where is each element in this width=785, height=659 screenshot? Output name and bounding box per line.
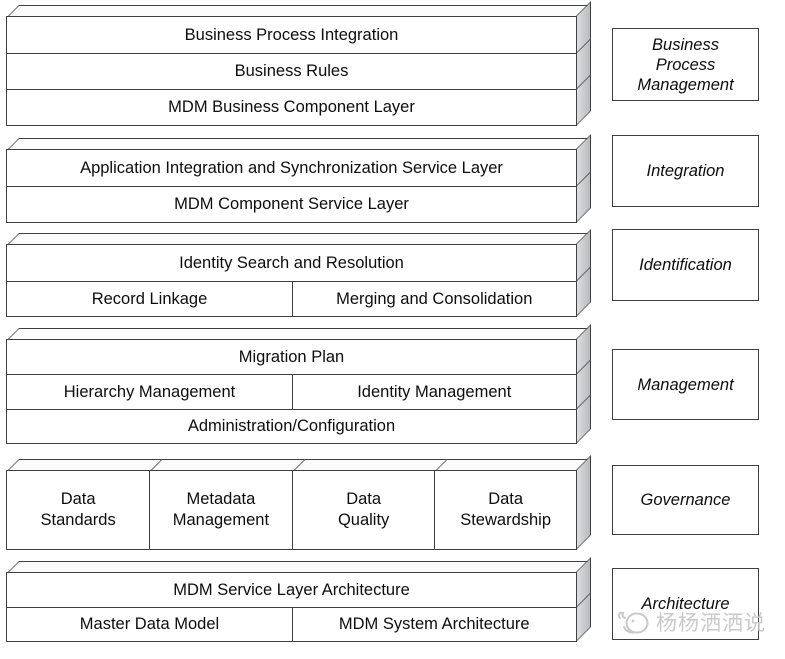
box-data-stewardship: Data Stewardship <box>434 470 577 550</box>
box-migration-plan: Migration Plan <box>6 339 577 376</box>
box-identity-search-and-resolution: Identity Search and Resolution <box>6 244 577 283</box>
box-hierarchy-management: Hierarchy Management <box>6 374 293 411</box>
label-management: Management <box>612 349 759 420</box>
box-record-linkage: Record Linkage <box>6 281 293 317</box>
box-business-process-integration: Business Process Integration <box>6 16 577 55</box>
box-business-rules: Business Rules <box>6 53 577 91</box>
box-master-data-model: Master Data Model <box>6 607 293 642</box>
box-metadata-management: Metadata Management <box>148 470 293 550</box>
box-data-quality: Data Quality <box>291 470 436 550</box>
box-administration-configuration: Administration/Configuration <box>6 409 577 444</box>
layer-group-governance: Data Standards Metadata Management Data … <box>6 455 590 550</box>
box-merging-and-consolidation: Merging and Consolidation <box>291 281 577 317</box>
label-governance: Governance <box>612 465 759 535</box>
label-integration: Integration <box>612 135 759 207</box>
box-mdm-system-architecture: MDM System Architecture <box>291 607 577 642</box>
label-business-process-management: Business Process Management <box>612 28 759 101</box>
label-identification: Identification <box>612 229 759 301</box>
watermark-text: 杨杨洒洒说 <box>656 612 766 635</box>
box-application-integration-sync-service-layer: Application Integration and Synchronizat… <box>6 149 577 188</box>
box-mdm-component-service-layer: MDM Component Service Layer <box>6 186 577 223</box>
box-data-standards: Data Standards <box>6 470 151 550</box>
box-identity-management: Identity Management <box>291 374 577 411</box>
layer-group-business-process-management: Business Process Integration Business Ru… <box>6 1 590 126</box>
box-mdm-service-layer-architecture: MDM Service Layer Architecture <box>6 572 577 609</box>
layer-group-management: Migration Plan Hierarchy Management Iden… <box>6 324 590 444</box>
watermark: 杨杨洒洒说 <box>616 607 766 637</box>
box-mdm-business-component-layer: MDM Business Component Layer <box>6 89 577 126</box>
slab-side-face <box>575 455 590 550</box>
watermark-logo-icon <box>616 609 652 636</box>
layer-group-architecture: MDM Service Layer Architecture Master Da… <box>6 557 590 642</box>
label-architecture: Architecture <box>612 568 759 640</box>
layer-group-integration: Application Integration and Synchronizat… <box>6 134 590 223</box>
layer-group-identification: Identity Search and Resolution Record Li… <box>6 229 590 317</box>
